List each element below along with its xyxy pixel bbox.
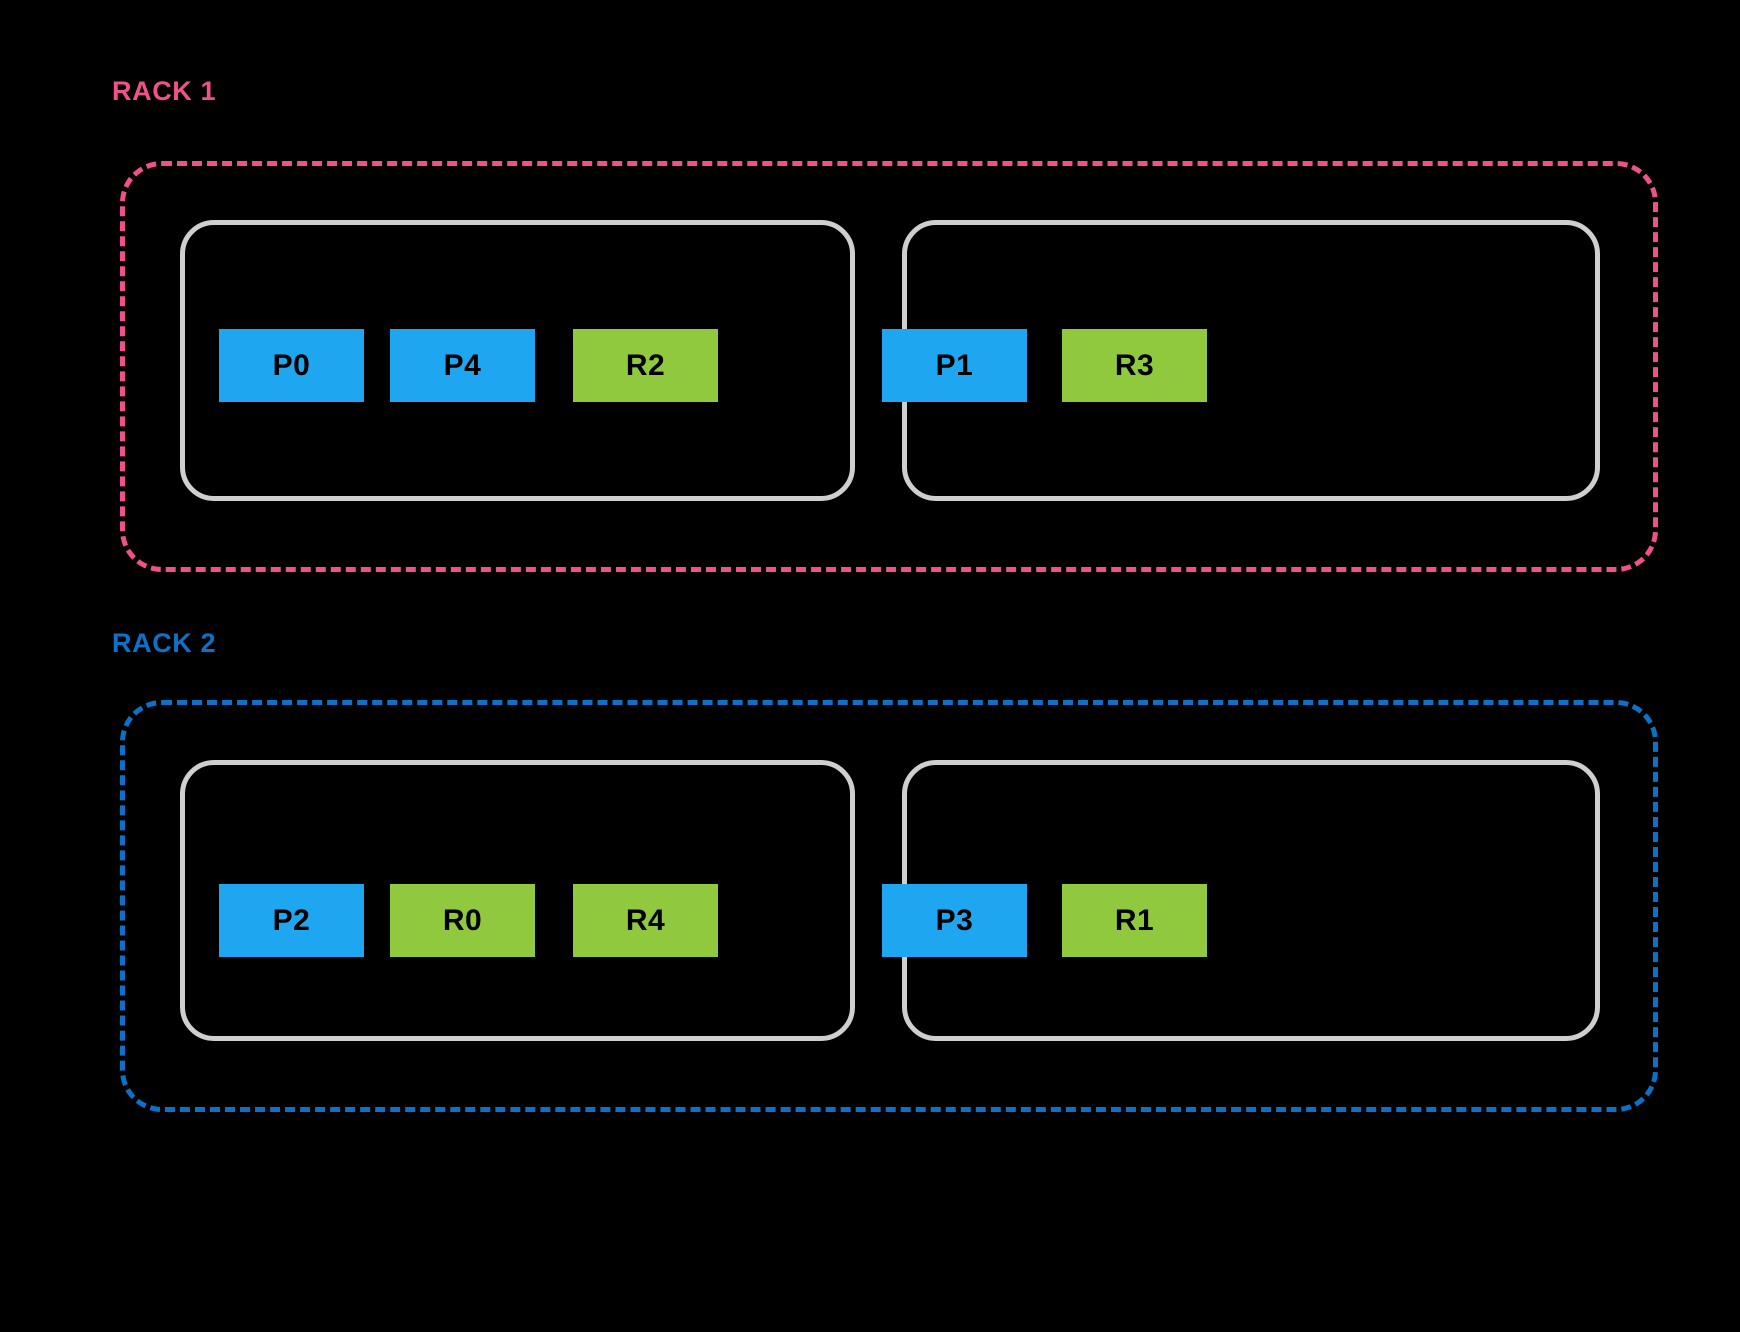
rack-label-rack-2: RACK 2	[112, 628, 217, 658]
chip-p2[interactable]: P2	[219, 884, 364, 957]
chip-p1[interactable]: P1	[882, 329, 1027, 402]
chip-r0[interactable]: R0	[390, 884, 535, 957]
chip-p0[interactable]: P0	[219, 329, 364, 402]
rack1-node-left	[180, 220, 855, 501]
chip-r1[interactable]: R1	[1062, 884, 1207, 957]
chip-p4[interactable]: P4	[390, 329, 535, 402]
rack2-node-left	[180, 760, 855, 1041]
chip-r4[interactable]: R4	[573, 884, 718, 957]
chip-r2[interactable]: R2	[573, 329, 718, 402]
rack-boundary-rack-2	[120, 700, 1658, 1112]
chip-p3[interactable]: P3	[882, 884, 1027, 957]
rack-boundary-rack-1	[120, 161, 1658, 572]
rack-label-rack-1: RACK 1	[112, 76, 217, 106]
chip-r3[interactable]: R3	[1062, 329, 1207, 402]
